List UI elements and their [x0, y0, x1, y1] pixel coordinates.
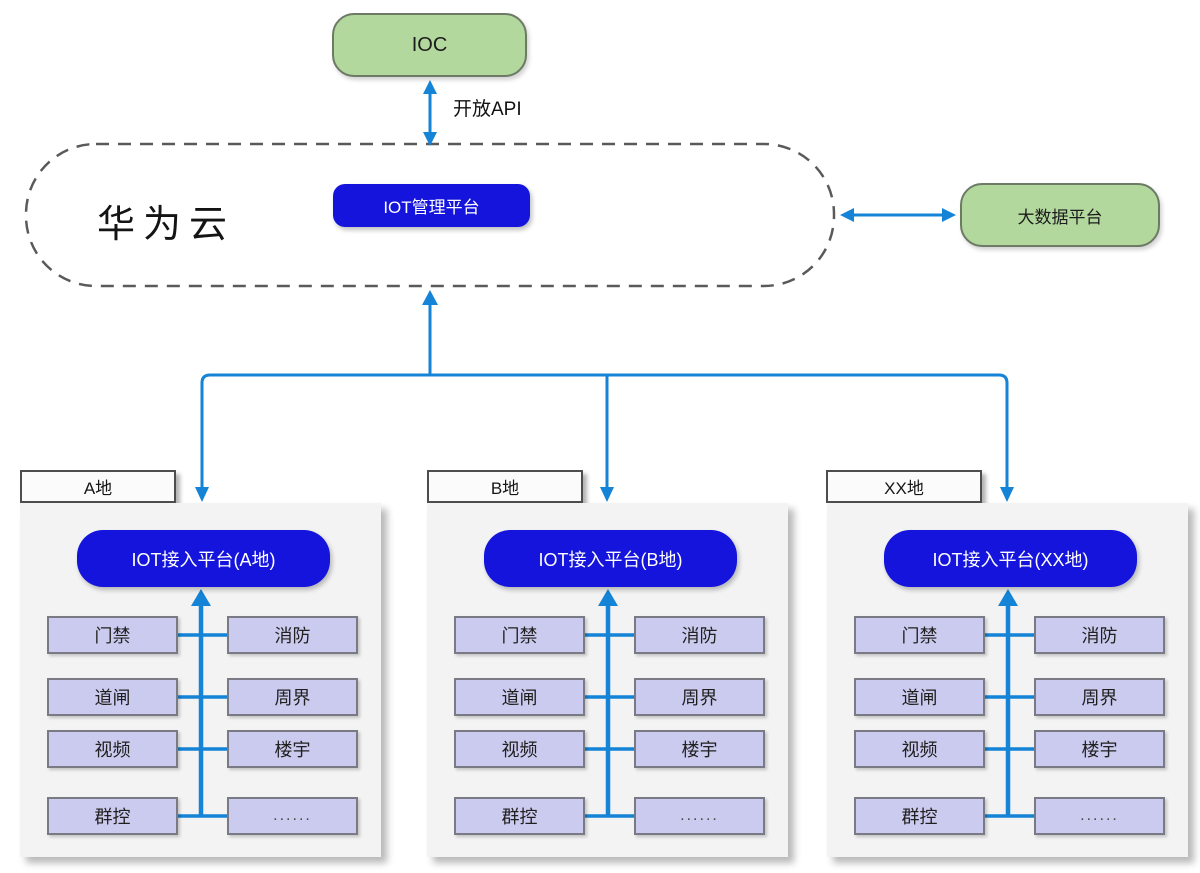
device-node: 楼宇 [1034, 730, 1165, 768]
device-node: 消防 [1034, 616, 1165, 654]
site-xx-platform-label: IOT接入平台(XX地) [932, 549, 1089, 570]
device-node: 消防 [227, 616, 358, 654]
device-node: 道闸 [47, 678, 178, 716]
iot-management-platform-node: IOT管理平台 [333, 184, 530, 227]
device-node: 群控 [47, 797, 178, 835]
sites-to-cloud-arrow [422, 290, 438, 376]
site-b-tab: B地 [427, 470, 583, 503]
site-xx-panel: IOT接入平台(XX地) 门禁 消防 道闸 周界 视频 楼宇 群控 ...... [827, 503, 1188, 857]
device-node: 消防 [634, 616, 765, 654]
ioc-label: IOC [411, 33, 448, 56]
site-a-platform-label: IOT接入平台(A地) [131, 549, 276, 570]
huawei-cloud-label: 华为云 [97, 204, 236, 246]
up-arrowhead [191, 589, 211, 606]
device-node: 门禁 [47, 616, 178, 654]
site-xx-platform-node: IOT接入平台(XX地) [884, 530, 1137, 587]
ioc-node: IOC [332, 13, 527, 77]
device-node: 群控 [454, 797, 585, 835]
open-api-label: 开放API [453, 99, 522, 120]
site-xx-tab: XX地 [826, 470, 982, 503]
up-arrowhead [598, 589, 618, 606]
site-a-tab-label: A地 [83, 479, 113, 498]
device-node-ellipsis: ...... [1034, 797, 1165, 835]
site-a-tab: A地 [20, 470, 176, 503]
device-node: 视频 [47, 730, 178, 768]
device-node: 楼宇 [634, 730, 765, 768]
site-b-platform-node: IOT接入平台(B地) [484, 530, 737, 587]
device-node: 门禁 [854, 616, 985, 654]
site-a-panel: IOT接入平台(A地) 门禁 消防 道闸 周界 视频 楼宇 群控 ...... [20, 503, 381, 857]
site-b-tab-label: B地 [490, 479, 520, 498]
bigdata-platform-node: 大数据平台 [960, 183, 1160, 247]
device-node-ellipsis: ...... [227, 797, 358, 835]
device-node: 周界 [634, 678, 765, 716]
device-node: 楼宇 [227, 730, 358, 768]
device-node-ellipsis: ...... [634, 797, 765, 835]
ioc-cloud-arrow [423, 80, 437, 146]
device-node: 周界 [227, 678, 358, 716]
up-arrowhead [998, 589, 1018, 606]
device-node: 道闸 [454, 678, 585, 716]
device-node: 周界 [1034, 678, 1165, 716]
site-xx-tab-label: XX地 [884, 479, 924, 498]
iot-management-platform-label: IOT管理平台 [383, 198, 480, 217]
site-a-platform-node: IOT接入平台(A地) [77, 530, 330, 587]
device-node: 道闸 [854, 678, 985, 716]
device-node: 门禁 [454, 616, 585, 654]
device-node: 视频 [454, 730, 585, 768]
bigdata-platform-label: 大数据平台 [1017, 207, 1103, 227]
device-node: 视频 [854, 730, 985, 768]
cloud-bigdata-arrow [840, 208, 956, 222]
site-b-panel: IOT接入平台(B地) 门禁 消防 道闸 周界 视频 楼宇 群控 ...... [427, 503, 788, 857]
device-node: 群控 [854, 797, 985, 835]
site-b-platform-label: IOT接入平台(B地) [538, 549, 683, 570]
